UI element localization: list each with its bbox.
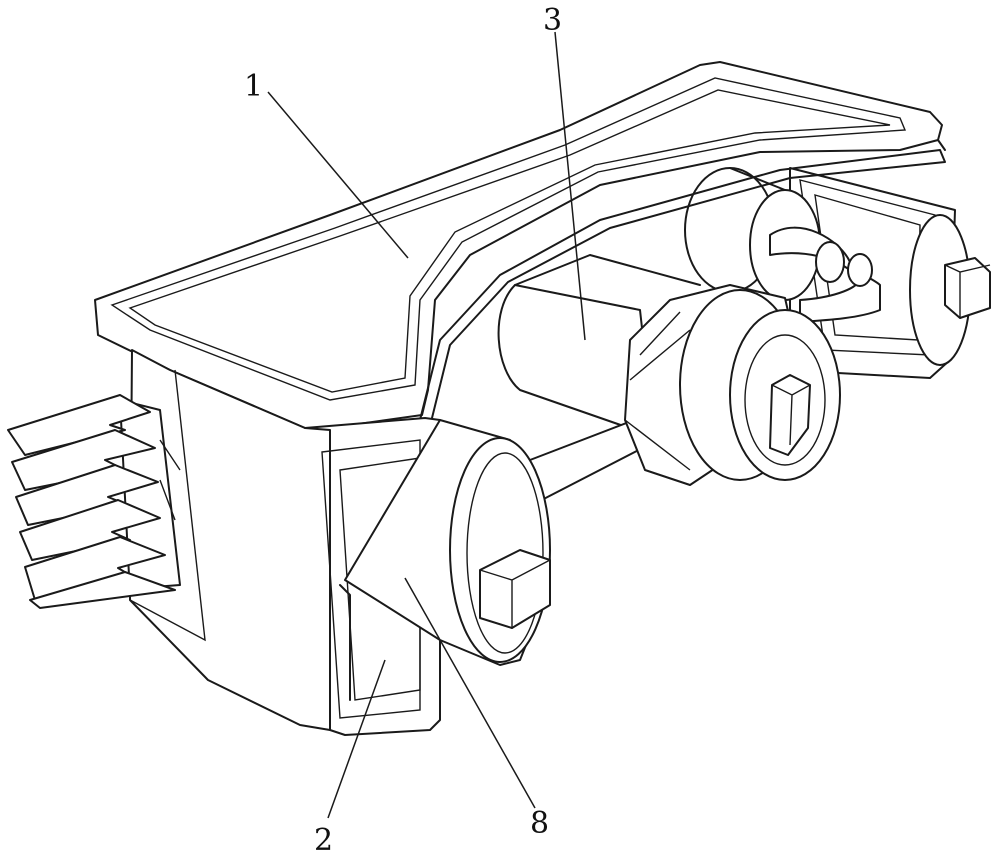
label-part-8: 8 [530, 806, 549, 841]
label-part-2: 2 [314, 823, 333, 857]
label-part-3: 3 [543, 3, 562, 38]
comb-fins [8, 395, 180, 608]
label-part-1: 1 [244, 69, 263, 104]
